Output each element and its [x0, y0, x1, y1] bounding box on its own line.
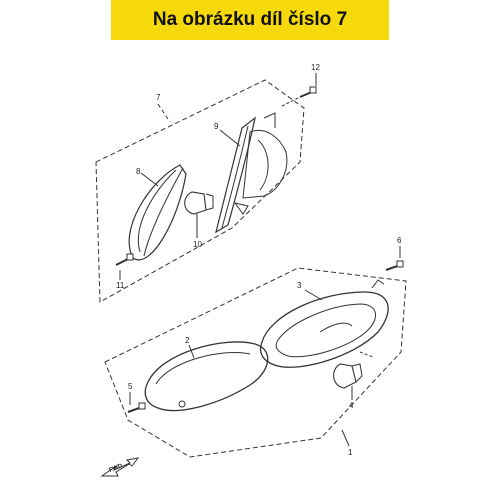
- callout-11: 11: [116, 281, 125, 290]
- banner-text: Na obrázku díl číslo 7: [152, 9, 348, 30]
- leader-9: [219, 129, 241, 147]
- callout-10: 10: [193, 240, 202, 249]
- upper-lens-part: [128, 164, 187, 261]
- leader-7: [157, 103, 171, 123]
- leader-3: [304, 289, 323, 301]
- lower-lens-part: [144, 341, 269, 412]
- callout-5: 5: [128, 382, 133, 391]
- callout-4: 4: [349, 401, 354, 410]
- callout-8: 8: [136, 167, 141, 176]
- lower-bulb-part: [333, 351, 374, 400]
- screw-12-part: [281, 73, 317, 107]
- fwd-arrow-icon: [100, 457, 140, 477]
- screw-5-part: [127, 392, 146, 413]
- screw-11-part: [115, 253, 134, 280]
- callout-12: 12: [311, 63, 320, 72]
- lower-housing-part: [259, 279, 389, 368]
- callout-3: 3: [297, 281, 302, 290]
- callout-9: 9: [214, 122, 219, 131]
- callout-1: 1: [348, 448, 353, 457]
- upper-bulb-part: [184, 191, 214, 238]
- fwd-label: FWD: [109, 463, 125, 474]
- callout-2: 2: [185, 336, 190, 345]
- upper-assembly-boundary: [95, 79, 305, 303]
- callout-7: 7: [156, 93, 161, 102]
- callout-6: 6: [397, 236, 402, 245]
- screw-6-part: [385, 246, 404, 271]
- leader-2: [188, 344, 195, 359]
- upper-housing-part: [215, 112, 288, 234]
- leader-8: [140, 172, 159, 187]
- part-number-banner: Na obrázku díl číslo 7: [111, 0, 389, 40]
- lower-assembly-boundary: [104, 267, 407, 458]
- leader-1: [341, 429, 350, 447]
